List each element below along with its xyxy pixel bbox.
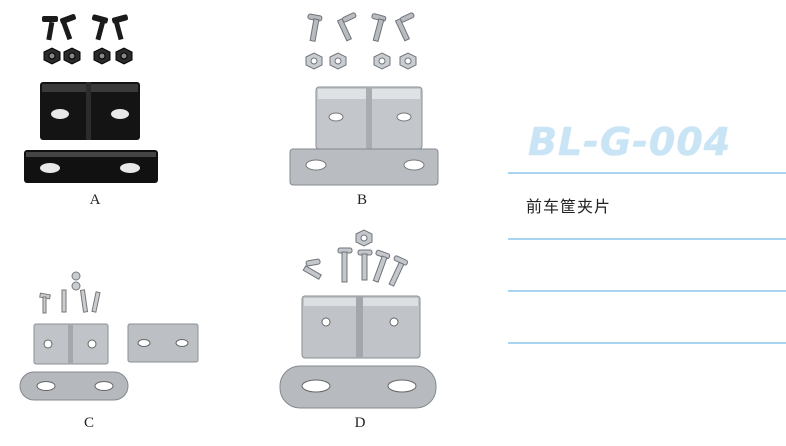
variant-a-image (20, 10, 170, 190)
product-description: 前车筐夹片 (526, 197, 612, 216)
black-bracket-illustration (24, 14, 158, 183)
zinc-bracket-d-illustration (279, 229, 437, 409)
variant-label-d: D (354, 415, 366, 431)
product-code: BL-G-004 (528, 120, 732, 164)
zinc-bracket-c-illustration (19, 271, 199, 401)
divider-line-3 (508, 290, 786, 292)
zinc-bracket-b-illustration (289, 12, 439, 186)
variant-d-image (276, 228, 442, 414)
divider-line-1 (508, 172, 786, 174)
divider-line-4 (508, 342, 786, 344)
variant-label-a: A (89, 192, 101, 208)
variant-b-image (284, 5, 444, 195)
variant-c-image (18, 268, 203, 408)
variant-label-b: B (356, 192, 367, 208)
divider-line-2 (508, 238, 786, 240)
variant-label-c: C (83, 415, 94, 431)
